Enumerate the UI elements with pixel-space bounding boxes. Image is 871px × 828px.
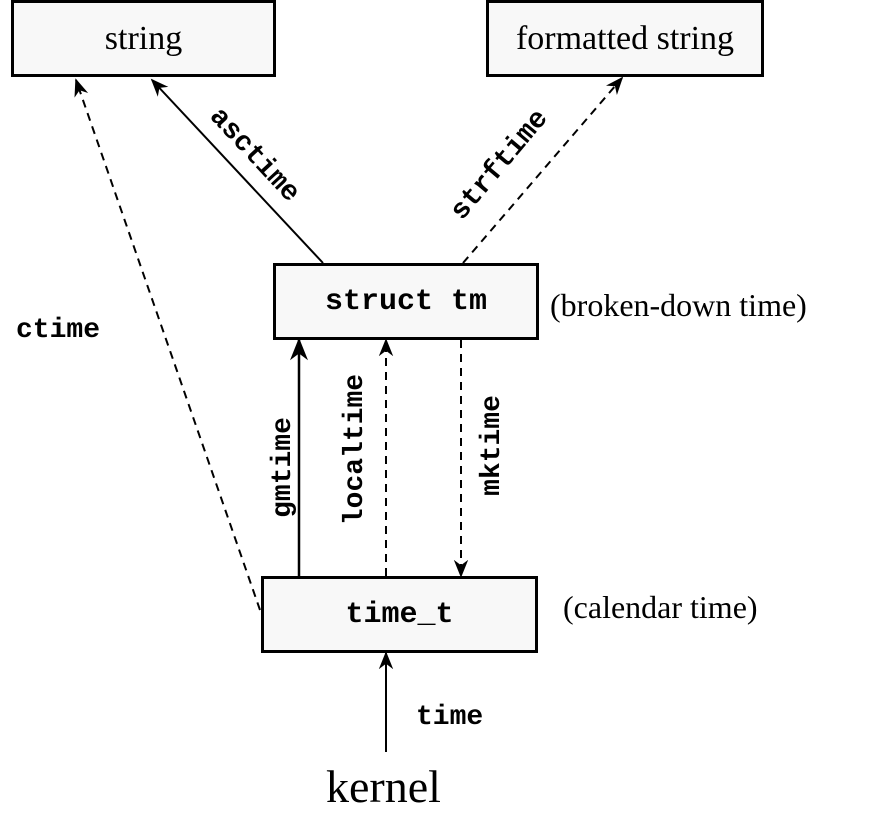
time-label: time [416,702,484,733]
gmtime-label: gmtime [267,417,299,518]
kernel-label: kernel [326,761,441,812]
time-t-node: time_t [261,576,538,653]
localtime-label: localtime [340,373,372,526]
strftime-arrow [462,76,624,264]
mktime-label: mktime [476,395,508,496]
string-node: string [11,0,276,77]
formatted-string-node-label: formatted string [515,19,735,57]
struct-tm-node-label: struct tm [324,284,488,319]
ctime-arrow [74,78,261,611]
string-node-label: string [104,19,183,57]
struct-tm-node: struct tm [273,263,539,340]
formatted-string-node: formatted string [486,0,764,77]
ctime-label: ctime [16,315,101,346]
broken-down-time-annotation: (broken-down time) [550,287,807,323]
calendar-time-annotation: (calendar time) [563,589,758,625]
time-t-node-label: time_t [345,597,454,632]
asctime-arrow [150,78,324,264]
